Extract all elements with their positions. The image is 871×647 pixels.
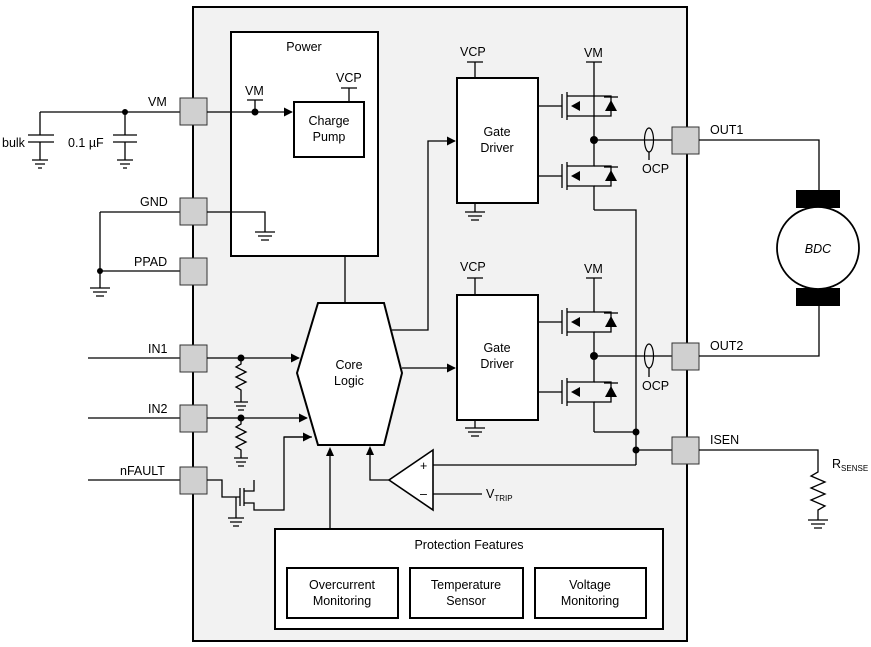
protection-item-1-line1: Overcurrent [309,578,376,592]
in1-pin [179,344,208,373]
nfault-pin [179,466,208,495]
nfault-transistor [207,436,312,527]
in2-pin-label: IN2 [148,402,168,416]
in2-pin [179,404,208,433]
gnd-internal [207,211,275,241]
cap-value-label: 0.1 µF [68,136,104,150]
gate-driver-1: Gate Driver VCP [456,45,539,221]
out1-pin [671,126,700,155]
gate-driver-1-vcp: VCP [460,45,486,59]
vtrip-label: VTRIP [486,487,513,503]
core-logic-line1: Core [335,358,362,372]
protection-title: Protection Features [414,538,523,552]
core-logic-line2: Logic [334,374,364,388]
comparator-plus: + [420,459,427,473]
half-bridge-1: VM OCP [538,46,672,432]
hb1-ocp-label: OCP [642,162,669,176]
charge-pump-line1: Charge [309,114,350,128]
core-logic: Core Logic [295,302,404,446]
motor-wiring: BDC [699,139,860,357]
protection-arrow [326,447,334,456]
hb2-ocp-label: OCP [642,379,669,393]
protection-item-2-line2: Sensor [446,594,486,608]
isen-pin-label: ISEN [710,433,739,447]
charge-pump-line2: Pump [313,130,346,144]
half-bridge-2: VM OCP [538,262,672,465]
nfault-pin-label: nFAULT [120,464,165,478]
power-vm-label: VM [245,84,264,98]
gate-driver-1-line2: Driver [480,141,513,155]
power-block: Power Charge Pump VM VCP [230,31,379,257]
comparator-minus: – [420,487,427,501]
gate-driver-1-line1: Gate [483,125,510,139]
power-title: Power [286,40,321,54]
gate-driver-2-line2: Driver [480,357,513,371]
ppad-pin-label: PPAD [134,255,167,269]
vm-pin [179,97,208,126]
supply-caps: bulk 0.1 µF [2,109,180,169]
protection-features: Protection Features Overcurrent Monitori… [274,528,664,630]
vm-pin-label: VM [148,95,167,109]
gate-driver-2-line1: Gate [483,341,510,355]
current-comparator: + – VTRIP [369,448,636,512]
in1-pin-label: IN1 [148,342,168,356]
motor-label: BDC [805,242,832,256]
rsense-label: RSENSE [832,457,868,473]
gnd-pin [179,197,208,226]
gnd-ppad-wiring [90,211,180,297]
protection-item-3-line2: Monitoring [561,594,619,608]
out2-pin-label: OUT2 [710,339,743,353]
power-vcp-label: VCP [336,71,362,85]
ppad-pin [179,257,208,286]
gate-driver-2: Gate Driver VCP [456,260,539,437]
protection-item-3-line1: Voltage [569,578,611,592]
core-to-driver1 [392,136,456,331]
protection-item-2-line1: Temperature [431,578,501,592]
bulk-cap-label: bulk [2,136,26,150]
gate-driver-2-vcp: VCP [460,260,486,274]
in1-pulldown [234,358,248,411]
out2-pin [671,342,700,371]
comparator-arrow [366,446,374,455]
isen-pin [671,436,700,465]
protection-item-1-line2: Monitoring [313,594,371,608]
hb2-vm-label: VM [584,262,603,276]
in2-pulldown [234,418,248,467]
hb1-vm-label: VM [584,46,603,60]
rsense-resistor: RSENSE [699,449,868,529]
gnd-pin-label: GND [140,195,168,209]
out1-pin-label: OUT1 [710,123,743,137]
